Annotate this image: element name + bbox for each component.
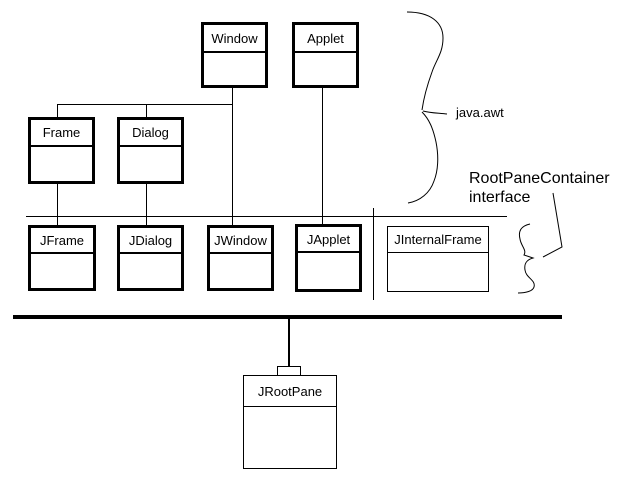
class-label-jwindow: JWindow [210,228,271,254]
class-box-jwindow: JWindow [207,225,274,291]
class-box-japplet: JApplet [295,224,362,292]
class-box-jrootpane: JRootPane [243,375,337,469]
class-box-jinternalframe: JInternalFrame [387,226,489,292]
class-box-frame: Frame [28,117,95,184]
class-label-frame: Frame [31,120,92,147]
jrootpane-connector-stub [277,366,301,376]
class-label-dialog: Dialog [120,120,181,147]
package-label: java.awt [456,105,504,120]
class-label-jinternalframe: JInternalFrame [388,227,488,253]
class-label-jframe: JFrame [31,228,93,254]
class-label-jrootpane: JRootPane [244,376,336,407]
interface-brace [517,223,535,294]
class-label-japplet: JApplet [298,227,359,253]
class-box-window: Window [201,22,268,88]
class-label-window: Window [204,25,265,53]
interface-label-line2: interface [469,189,531,206]
class-box-applet: Applet [292,22,359,88]
interface-label-line1: RootPaneContainer [469,170,610,187]
package-brace-lower [407,111,439,204]
package-brace-tick [422,110,448,115]
class-label-jdialog: JDialog [120,228,181,254]
interface-label: RootPaneContainer interface [469,169,610,207]
class-label-applet: Applet [295,25,356,53]
class-box-jframe: JFrame [28,225,96,291]
interface-pointer-line [542,192,563,258]
class-box-jdialog: JDialog [117,225,184,291]
class-box-dialog: Dialog [117,117,184,184]
package-brace-upper [406,11,444,111]
